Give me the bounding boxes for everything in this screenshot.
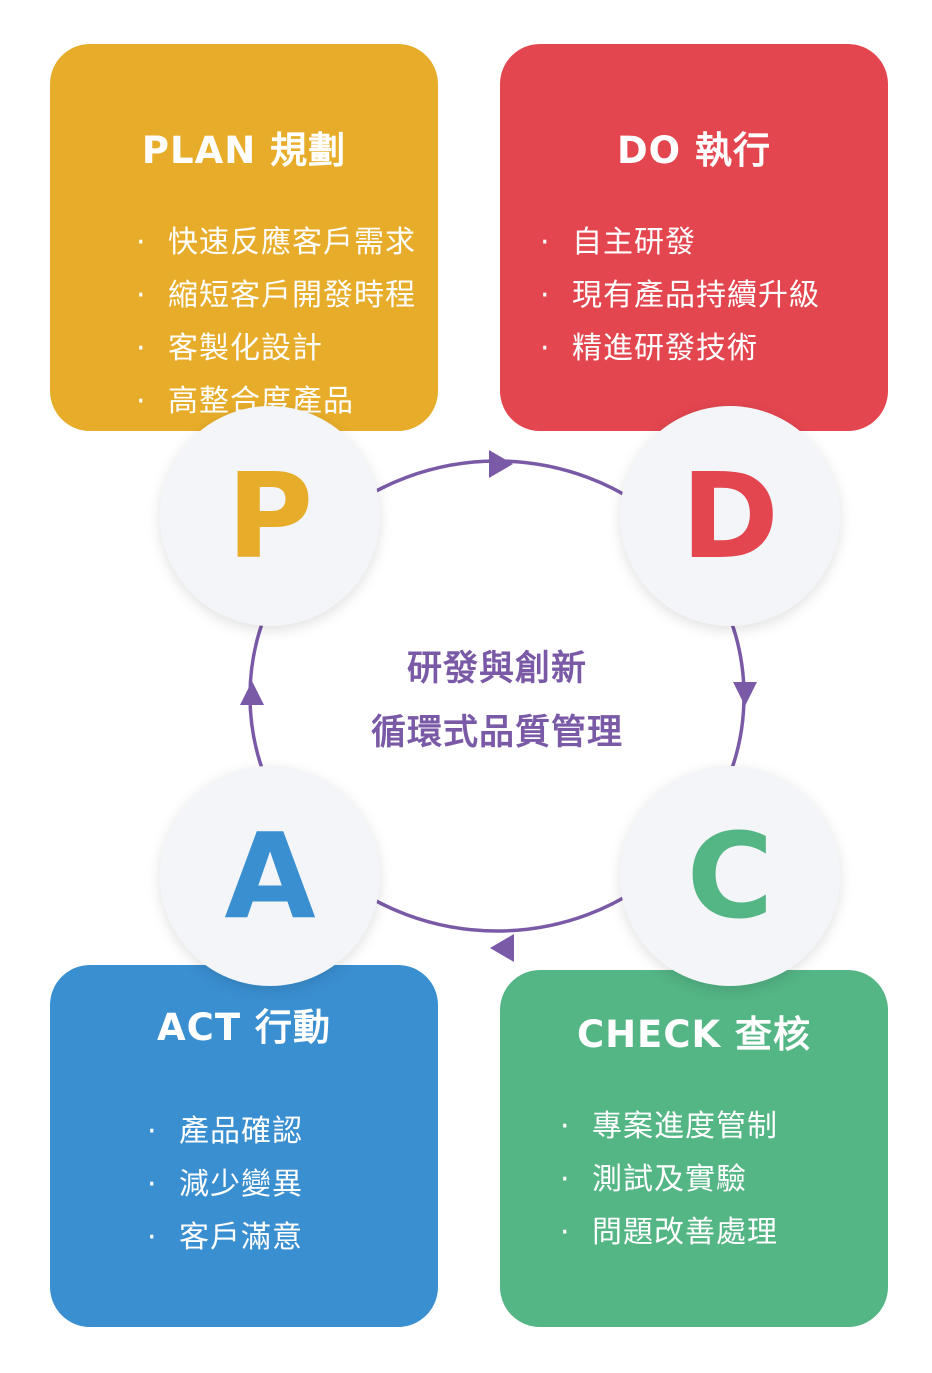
arrow-right-icon bbox=[489, 450, 513, 478]
list-item: ·專案進度管制 bbox=[560, 1109, 778, 1144]
act-letter-circle: A bbox=[160, 766, 380, 986]
list-item: ·客製化設計 bbox=[136, 331, 323, 366]
list-item: ·測試及實驗 bbox=[560, 1162, 747, 1197]
plan-title: PLAN 規劃 bbox=[141, 129, 347, 172]
do-card: DO 執行 ·自主研發 ·現有產品持續升級 ·精進研發技術 bbox=[500, 44, 888, 431]
check-title: CHECK 查核 bbox=[576, 1013, 812, 1056]
list-item: ·現有產品持續升級 bbox=[540, 278, 820, 313]
list-item: ·縮短客戶開發時程 bbox=[136, 278, 416, 313]
list-item: ·產品確認 bbox=[147, 1114, 303, 1149]
arrow-left-icon bbox=[490, 934, 514, 962]
plan-card: PLAN 規劃 ·快速反應客戶需求 ·縮短客戶開發時程 ·客製化設計 ·高整合度… bbox=[50, 44, 438, 431]
act-list: ·產品確認 ·減少變異 ·客戶滿意 bbox=[147, 1105, 303, 1264]
do-letter-circle: D bbox=[620, 406, 840, 626]
check-list: ·專案進度管制 ·測試及實驗 ·問題改善處理 bbox=[560, 1100, 778, 1259]
arrow-up-icon bbox=[240, 681, 264, 705]
center-title-line-2: 循環式品質管理 bbox=[370, 713, 623, 753]
list-item: ·問題改善處理 bbox=[560, 1215, 778, 1250]
plan-letter-circle: P bbox=[160, 406, 380, 626]
list-item: ·精進研發技術 bbox=[540, 331, 758, 366]
list-item: ·減少變異 bbox=[147, 1167, 303, 1202]
arrow-down-icon bbox=[733, 682, 757, 706]
list-item: ·快速反應客戶需求 bbox=[136, 225, 416, 260]
list-item: ·自主研發 bbox=[540, 225, 696, 260]
list-item: ·客戶滿意 bbox=[147, 1220, 303, 1255]
do-list: ·自主研發 ·現有產品持續升級 ·精進研發技術 bbox=[540, 216, 820, 375]
center-title-line-1: 研發與創新 bbox=[406, 649, 587, 689]
act-title: ACT 行動 bbox=[157, 1006, 331, 1049]
act-card: ACT 行動 ·產品確認 ·減少變異 ·客戶滿意 bbox=[50, 965, 438, 1327]
check-letter-circle: C bbox=[620, 766, 840, 986]
do-title: DO 執行 bbox=[616, 129, 772, 172]
check-card: CHECK 查核 ·專案進度管制 ·測試及實驗 ·問題改善處理 bbox=[500, 970, 888, 1327]
